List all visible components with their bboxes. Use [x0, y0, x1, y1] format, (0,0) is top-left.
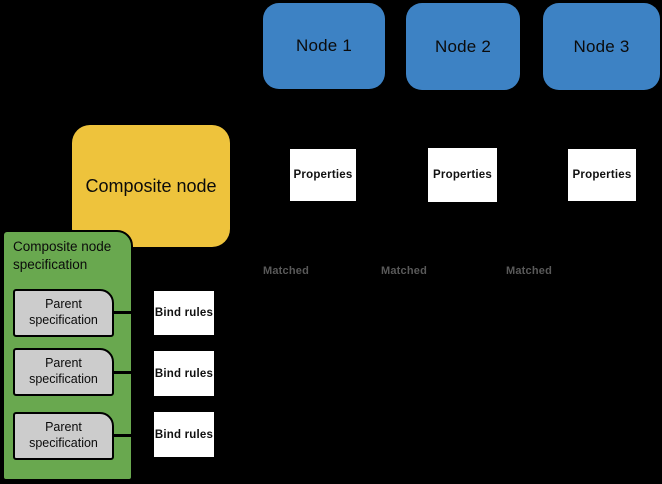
parent-specification-label-2: Parent specification	[29, 356, 98, 386]
node-3-shape: Node 3	[543, 3, 660, 90]
bind-rules-box-3: Bind rules	[154, 412, 214, 457]
properties-box-2: Properties	[428, 148, 497, 202]
properties-label-3: Properties	[572, 169, 632, 181]
composite-node-shape: Composite node	[72, 125, 230, 247]
parent-specification-box-2: Parent specification	[13, 348, 114, 396]
node-1-label: Node 1	[295, 36, 353, 55]
matched-label-2: Matched	[380, 265, 428, 277]
parent-specification-label-3: Parent specification	[29, 420, 98, 450]
matched-label-1: Matched	[262, 265, 310, 277]
specification-title: Composite node specification	[13, 239, 112, 272]
node-2-label: Node 2	[434, 36, 492, 56]
connector-parent-3	[110, 434, 154, 437]
connector-parent-2	[110, 371, 154, 374]
bind-rules-box-2: Bind rules	[154, 351, 214, 396]
bind-rules-label-2: Bind rules	[154, 367, 214, 380]
node-2-shape: Node 2	[406, 3, 520, 90]
parent-specification-box-1: Parent specification	[13, 289, 114, 337]
properties-label-1: Properties	[293, 169, 353, 181]
connector-parent-1	[110, 311, 154, 314]
matched-label-3: Matched	[505, 265, 553, 277]
parent-specification-label-1: Parent specification	[29, 297, 98, 327]
properties-label-2: Properties	[433, 169, 492, 181]
bind-rules-label-3: Bind rules	[154, 428, 214, 441]
node-1-shape: Node 1	[263, 3, 385, 89]
bind-rules-label-1: Bind rules	[154, 307, 214, 319]
properties-box-3: Properties	[568, 149, 636, 201]
composite-node-label: Composite node	[85, 175, 217, 196]
properties-box-1: Properties	[290, 149, 356, 201]
bind-rules-box-1: Bind rules	[154, 291, 214, 335]
node-3-label: Node 3	[573, 36, 630, 56]
parent-specification-box-3: Parent specification	[13, 412, 114, 460]
